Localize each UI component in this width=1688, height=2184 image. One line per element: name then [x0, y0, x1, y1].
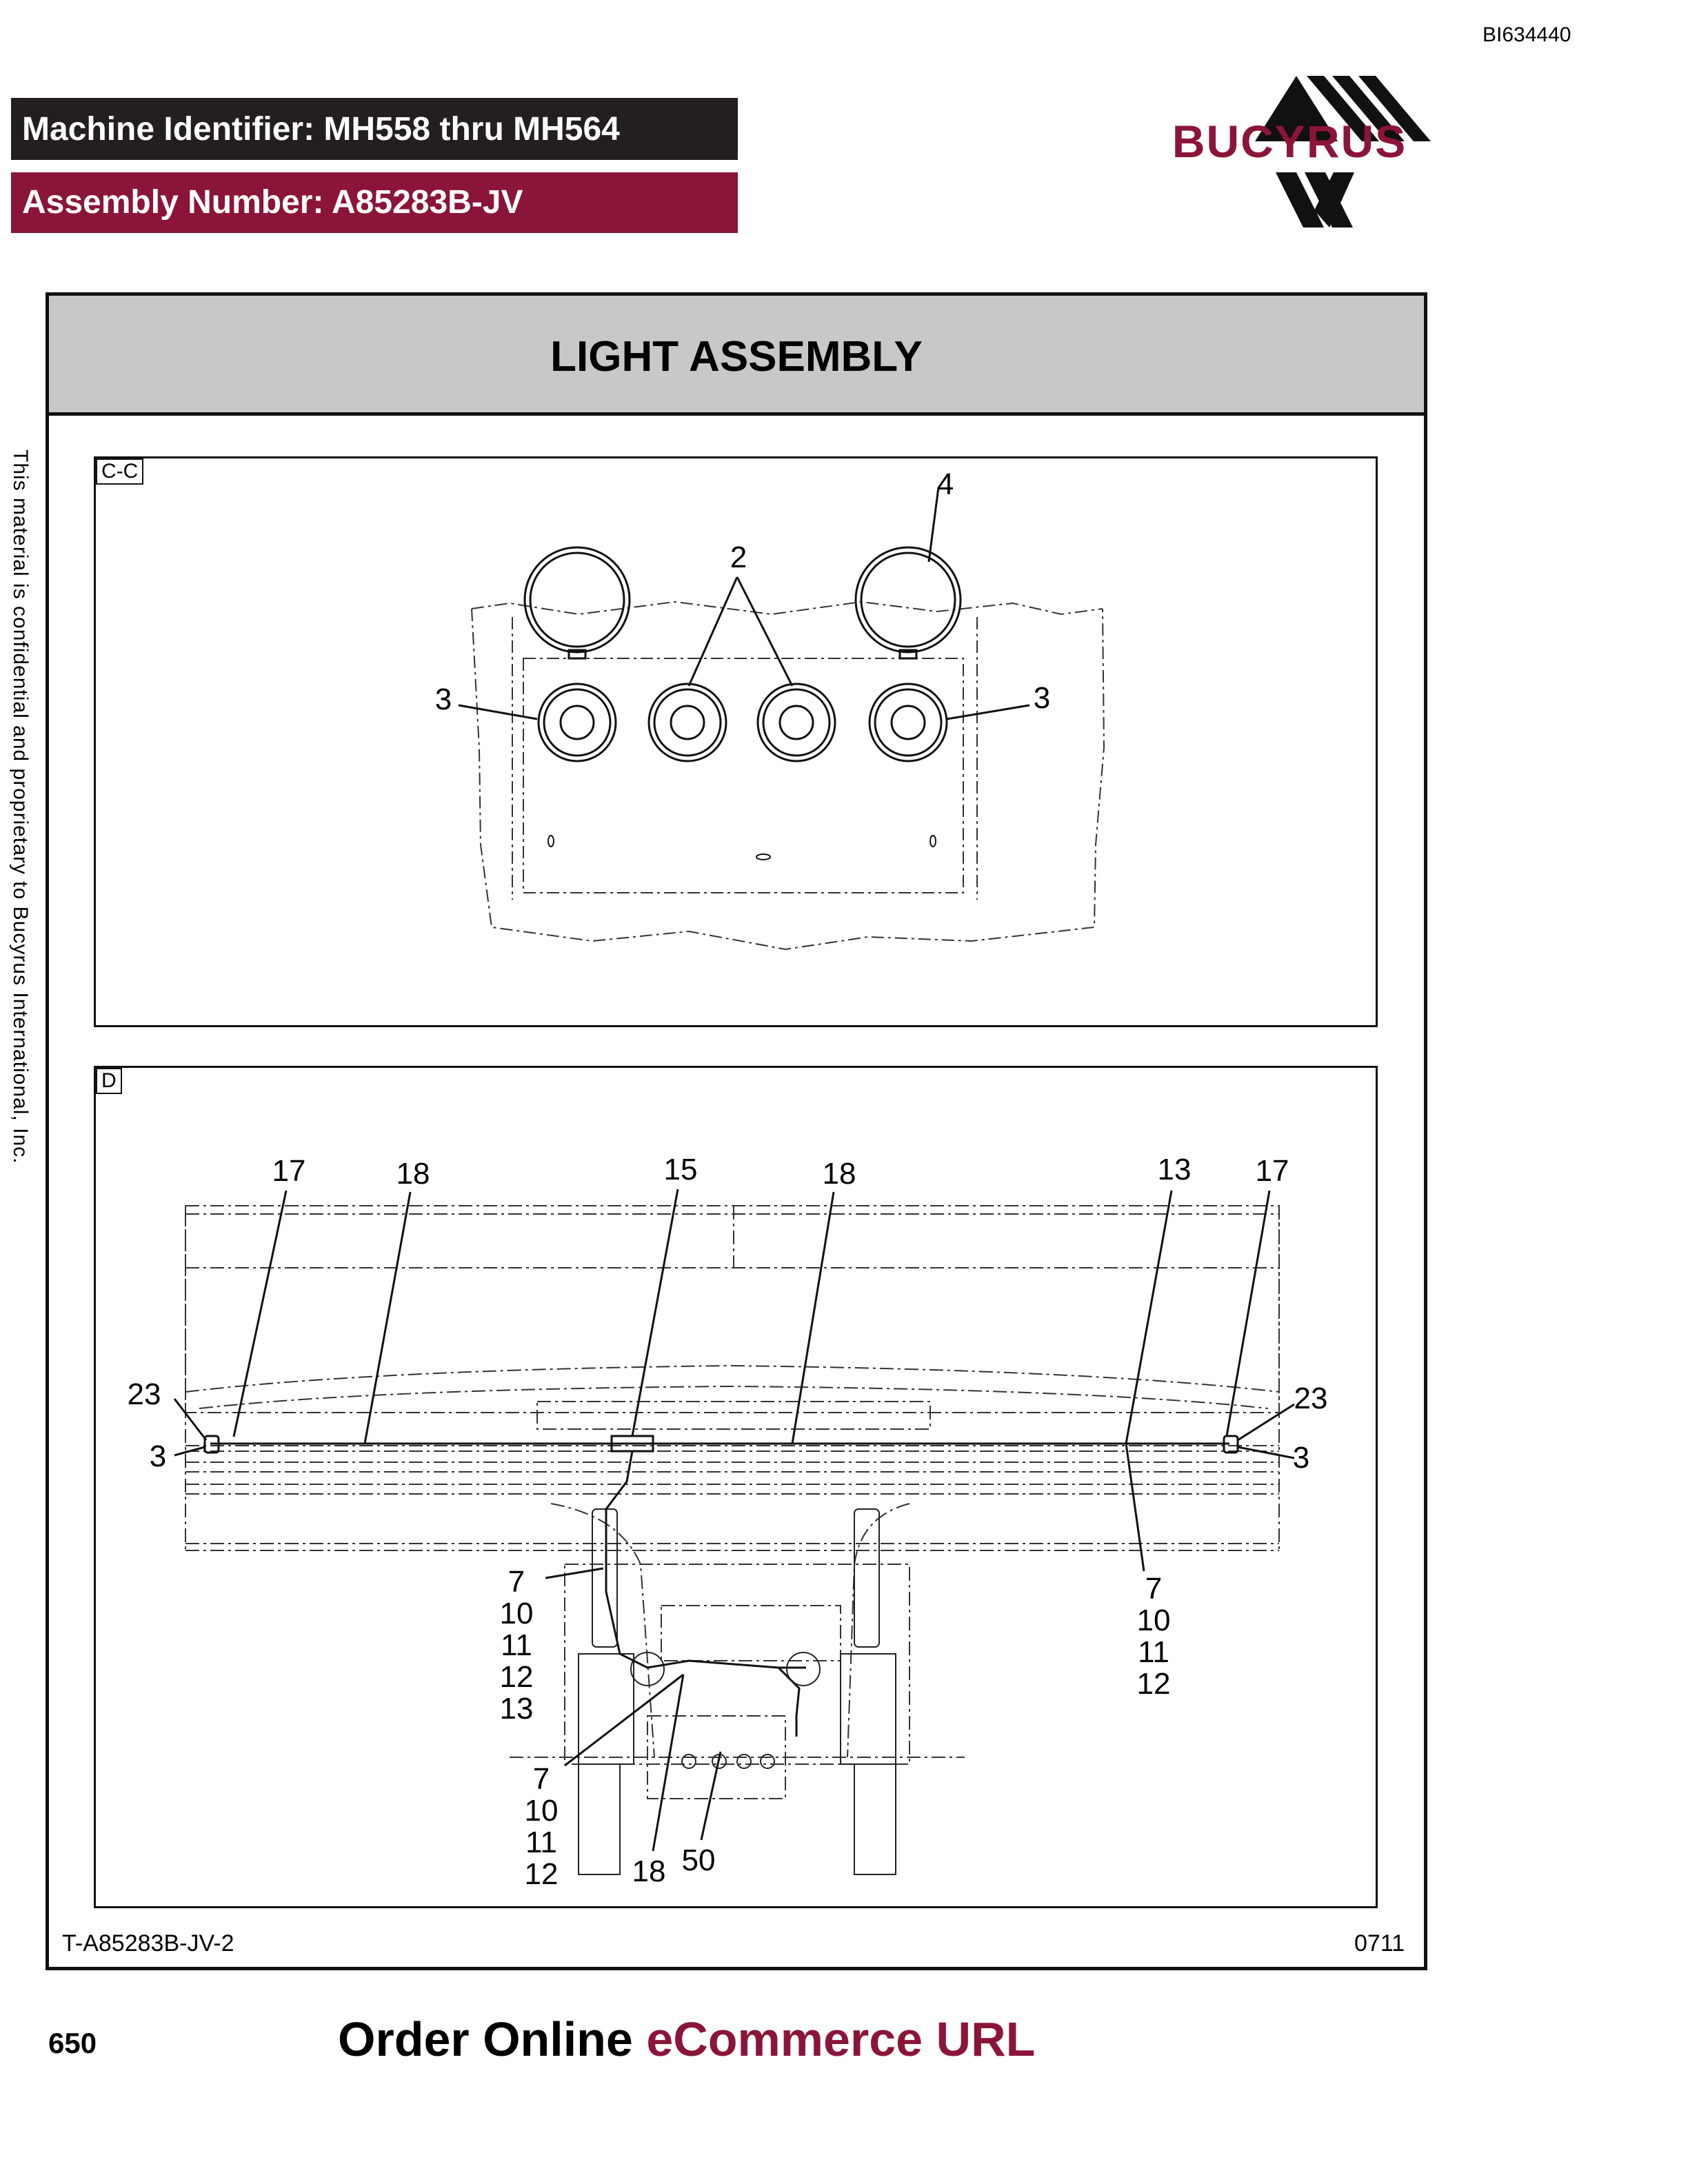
order-online-link[interactable]: Order Online eCommerce URL: [338, 2012, 1035, 2067]
callout-3-left: 3: [150, 1439, 166, 1473]
callout-13: 13: [1158, 1153, 1192, 1186]
callout-17-right: 17: [1256, 1154, 1289, 1188]
callout-23-right: 23: [1294, 1382, 1328, 1415]
view-d-drawing: 17 18 15 18 13 17 23 3 23 3 7 10 11 12 1…: [128, 1153, 1328, 1891]
order-prefix: Order Online: [338, 2012, 647, 2066]
callout-3-left: 3: [435, 682, 452, 716]
drawing-id: T-A85283B-JV-2: [62, 1930, 234, 1957]
logo-text: BUCYRUS: [1172, 116, 1407, 167]
callout-stack-3-10: 10: [525, 1794, 559, 1828]
view-tag-d: D: [96, 1068, 122, 1094]
callout-stack-2-12: 12: [1137, 1667, 1171, 1701]
confidentiality-note: This material is confidential and propri…: [9, 449, 32, 1164]
callout-50: 50: [682, 1843, 716, 1877]
title-band: [49, 296, 1424, 416]
view-d: D: [94, 1066, 1378, 1908]
callout-stack-1-7: 7: [508, 1565, 525, 1599]
callout-stack-3-7: 7: [533, 1762, 550, 1796]
callout-stack-1-13: 13: [500, 1692, 534, 1726]
view-cc-drawing: 4 2 3 3: [435, 467, 1105, 951]
callout-4: 4: [937, 467, 954, 501]
callout-stack-2-11: 11: [1138, 1635, 1169, 1669]
drawing-frame: [46, 292, 1427, 1970]
callout-17-left: 17: [272, 1154, 306, 1188]
callout-stack-1-12: 12: [500, 1660, 534, 1694]
callout-18-bottom: 18: [632, 1854, 666, 1888]
bucyrus-logo: BUCYRUS: [1172, 76, 1431, 228]
callout-stack-2-10: 10: [1137, 1604, 1171, 1637]
revision-code: 0711: [1354, 1930, 1405, 1957]
machine-identifier-bar: [11, 98, 738, 160]
machine-identifier: Machine Identifier: MH558 thru MH564: [22, 111, 620, 148]
callout-3-right: 3: [1293, 1441, 1309, 1475]
page-title: LIGHT ASSEMBLY: [550, 333, 923, 381]
view-tag-cc: C-C: [96, 458, 144, 485]
callout-15: 15: [664, 1153, 698, 1186]
callout-18-left: 18: [396, 1157, 430, 1191]
callout-stack-2-7: 7: [1145, 1572, 1162, 1606]
callout-stack-3-12: 12: [525, 1857, 559, 1891]
callout-stack-1-10: 10: [500, 1597, 534, 1630]
callout-2: 2: [730, 540, 747, 574]
callout-3-right: 3: [1034, 681, 1050, 715]
document-id: BI634440: [1483, 23, 1571, 46]
view-c-c: C-C 4 2: [94, 456, 1378, 1027]
page-number: 650: [48, 2027, 97, 2059]
assembly-number-bar: [11, 172, 738, 233]
callout-stack-3-11: 11: [525, 1826, 557, 1859]
callout-stack-1-11: 11: [501, 1628, 532, 1662]
assembly-number: Assembly Number: A85283B-JV: [22, 184, 523, 221]
ecommerce-url-text[interactable]: eCommerce URL: [646, 2012, 1036, 2066]
callout-18-mid: 18: [823, 1157, 856, 1191]
callout-23-left: 23: [128, 1377, 161, 1411]
